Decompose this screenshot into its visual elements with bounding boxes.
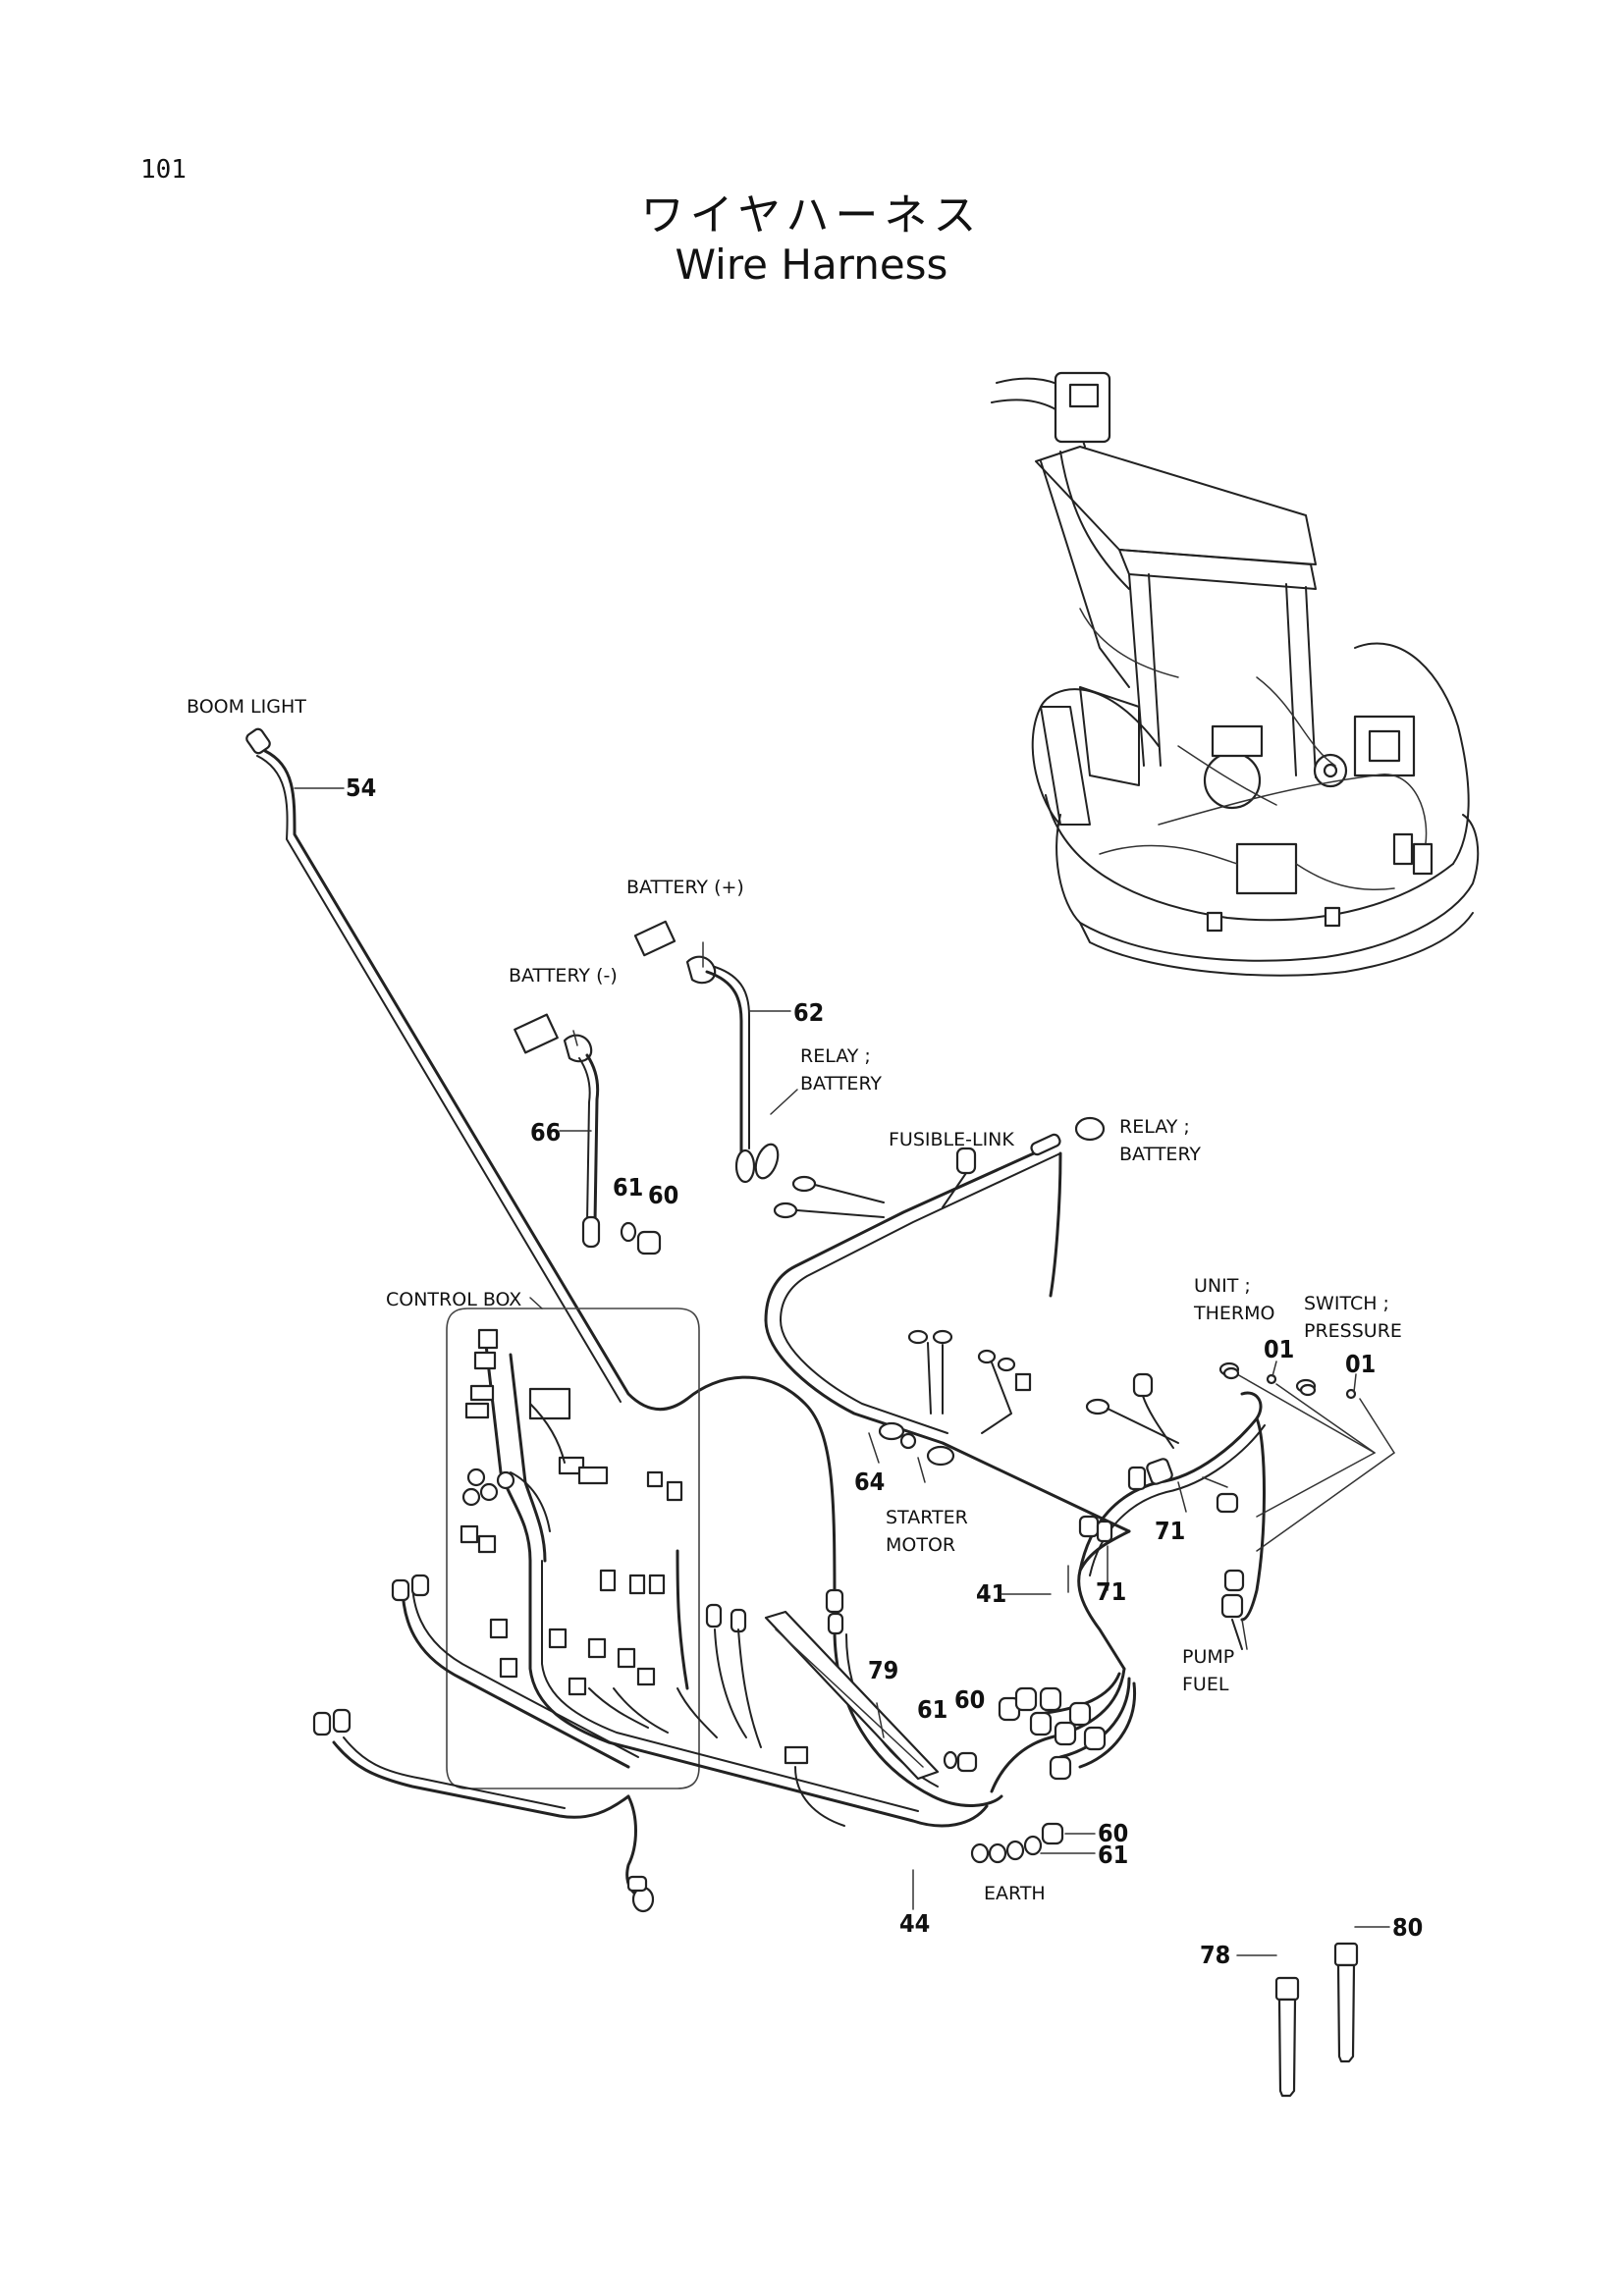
battery-plus-cable xyxy=(633,920,798,1184)
callout-71-b: 71 xyxy=(1096,1577,1126,1606)
callout-60-c: 60 xyxy=(1098,1819,1128,1847)
unit-thermo-label-a: UNIT ; xyxy=(1194,1275,1251,1297)
main-harness xyxy=(312,1328,989,1913)
pump-fuel-label-b: FUEL xyxy=(1182,1674,1229,1695)
callout-66: 66 xyxy=(530,1118,561,1147)
callout-44: 44 xyxy=(899,1909,930,1938)
starter-motor-label-b: MOTOR xyxy=(886,1534,955,1556)
battery-plus-label: BATTERY (+) xyxy=(626,877,744,898)
battery-starter-harness xyxy=(764,1116,1131,1533)
title-japanese: ワイヤハーネス xyxy=(640,190,983,240)
callout-01-b: 01 xyxy=(1345,1350,1376,1378)
callout-54: 54 xyxy=(346,774,376,802)
machine-overview-illustration xyxy=(991,371,1480,977)
callout-61-b: 61 xyxy=(917,1695,947,1724)
control-box-frame xyxy=(446,1297,700,1789)
callout-60-b: 60 xyxy=(954,1685,985,1714)
title-english: Wire Harness xyxy=(675,240,948,289)
callout-71-a: 71 xyxy=(1155,1517,1185,1545)
earth-label: EARTH xyxy=(984,1883,1046,1904)
sensor-units xyxy=(1222,1366,1317,1397)
page-number: 101 xyxy=(140,155,187,185)
battery-minus-label: BATTERY (-) xyxy=(509,965,618,987)
boom-light-harness xyxy=(245,727,837,1612)
boom-light-label: BOOM LIGHT xyxy=(187,696,306,718)
earth-cluster xyxy=(764,1588,1137,1864)
switch-pressure-label-b: PRESSURE xyxy=(1304,1320,1402,1342)
control-box-label: CONTROL BOX xyxy=(386,1289,521,1310)
callout-62: 62 xyxy=(793,998,824,1027)
callout-61-a: 61 xyxy=(613,1173,643,1201)
fusible-link-label: FUSIBLE-LINK xyxy=(889,1129,1014,1150)
harness-41-sensors xyxy=(1049,1151,1395,1671)
pump-fuel-label-a: PUMP xyxy=(1182,1646,1234,1668)
relay-battery-label-2b: BATTERY xyxy=(1119,1144,1201,1165)
unit-thermo-label-b: THERMO xyxy=(1193,1303,1274,1324)
relay-battery-label-2a: RELAY ; xyxy=(1119,1116,1190,1138)
cable-ties xyxy=(1236,1926,1390,2098)
switch-pressure-label-a: SWITCH ; xyxy=(1304,1293,1389,1314)
callout-01-a: 01 xyxy=(1264,1335,1294,1363)
callout-61-c: 61 xyxy=(1098,1841,1128,1869)
callout-79: 79 xyxy=(868,1656,898,1684)
callout-64: 64 xyxy=(854,1468,885,1496)
relay-battery-label-1a: RELAY ; xyxy=(800,1045,871,1067)
relay-battery-label-1b: BATTERY xyxy=(800,1073,882,1095)
battery-minus-cable xyxy=(514,1013,662,1255)
callout-78: 78 xyxy=(1200,1941,1230,1969)
callout-60-a: 60 xyxy=(648,1181,678,1209)
starter-motor-label-a: STARTER xyxy=(886,1507,968,1528)
callout-80: 80 xyxy=(1392,1913,1423,1942)
